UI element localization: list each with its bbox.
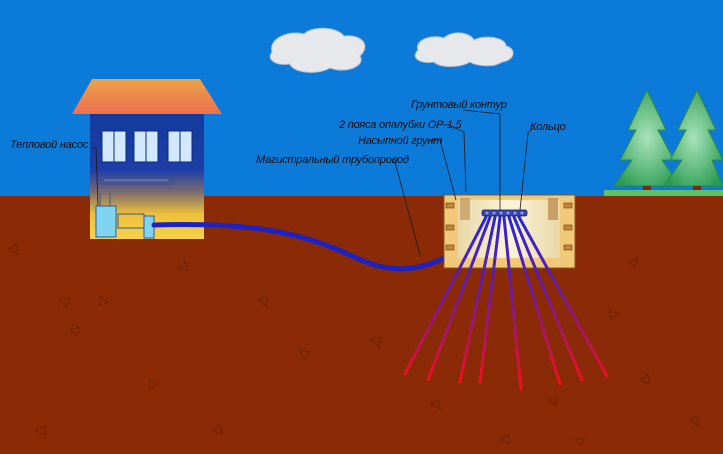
- label-formwork: 2 пояса опалубки ОР-1,5: [339, 119, 462, 131]
- grass: [604, 190, 723, 196]
- label-main-pipeline: Магистральный трубопровод: [256, 154, 409, 166]
- soil-texture: [7, 243, 699, 447]
- ring-collector: [481, 209, 528, 217]
- heat-pump-unit: [95, 205, 117, 238]
- label-ring: Кольцо: [530, 121, 566, 133]
- ground-loop-probes: [403, 215, 609, 391]
- label-ground-loop: Грунтовый контур: [411, 99, 507, 111]
- formwork-inner: [458, 200, 560, 258]
- house-roof: [72, 79, 222, 114]
- cloud-left: [269, 27, 366, 73]
- house: [72, 79, 222, 239]
- label-backfill: Насыпной грунт: [358, 135, 443, 147]
- label-heat-pump: Тепловой насос: [10, 139, 89, 151]
- leader-lines: [92, 109, 534, 256]
- cloud-right: [414, 32, 514, 67]
